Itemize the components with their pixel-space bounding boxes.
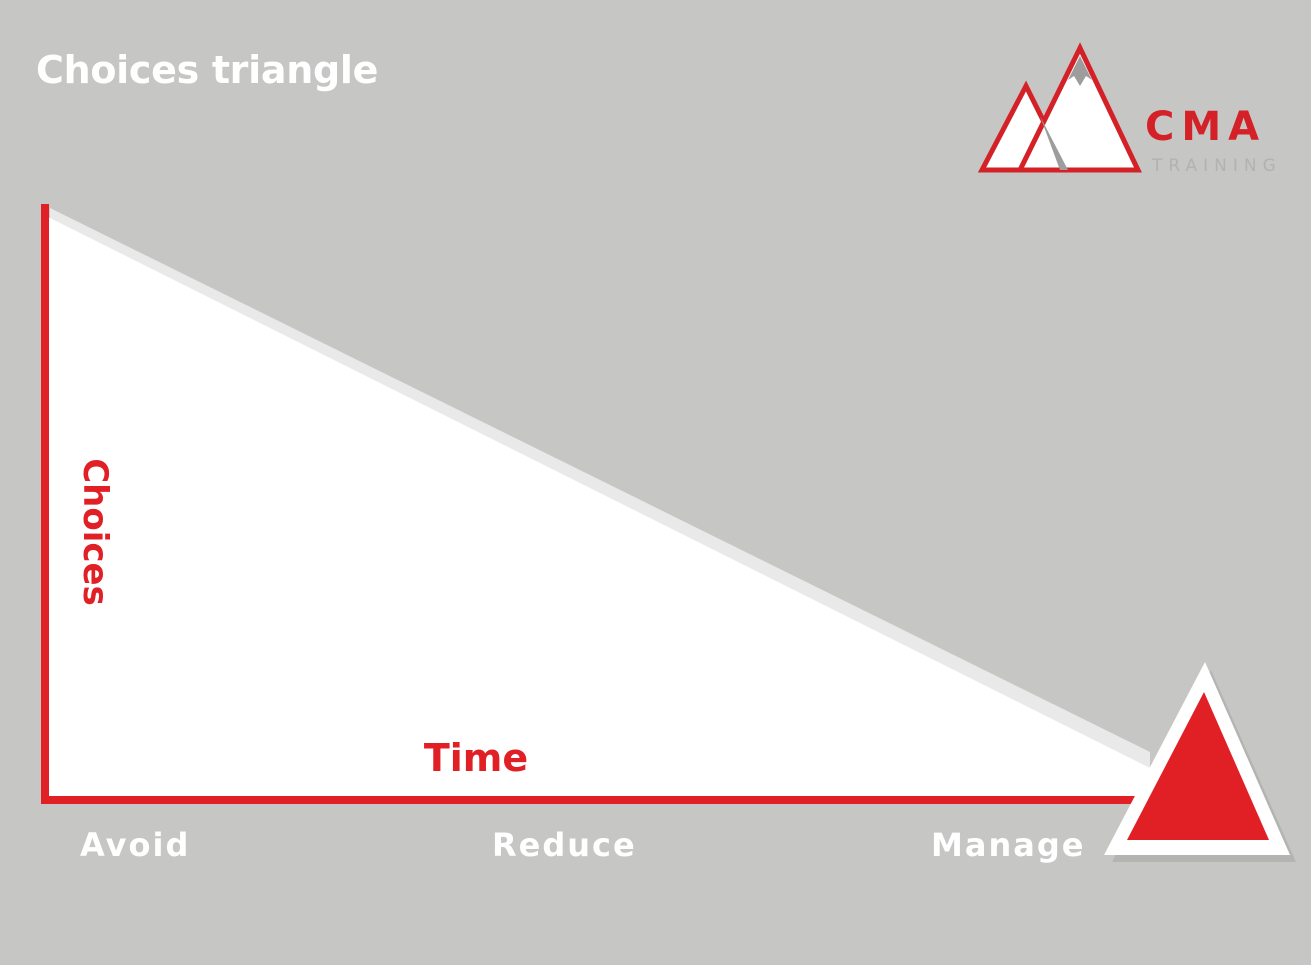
stage-avoid: Avoid <box>80 826 191 864</box>
warning-triangle-icon <box>1127 692 1269 840</box>
choices-axis-label: Choices <box>75 458 115 606</box>
logo-subtitle: TRAINING <box>1152 156 1282 176</box>
choices-triangle <box>46 216 1150 800</box>
cma-mountains-icon <box>977 42 1142 173</box>
logo-wordmark: CMA <box>1145 104 1267 150</box>
page-title: Choices triangle <box>36 48 379 92</box>
time-axis-label: Time <box>424 736 528 780</box>
stage-reduce: Reduce <box>492 826 637 864</box>
triangle-shadow <box>50 208 1150 770</box>
stage-manage: Manage <box>931 826 1086 864</box>
